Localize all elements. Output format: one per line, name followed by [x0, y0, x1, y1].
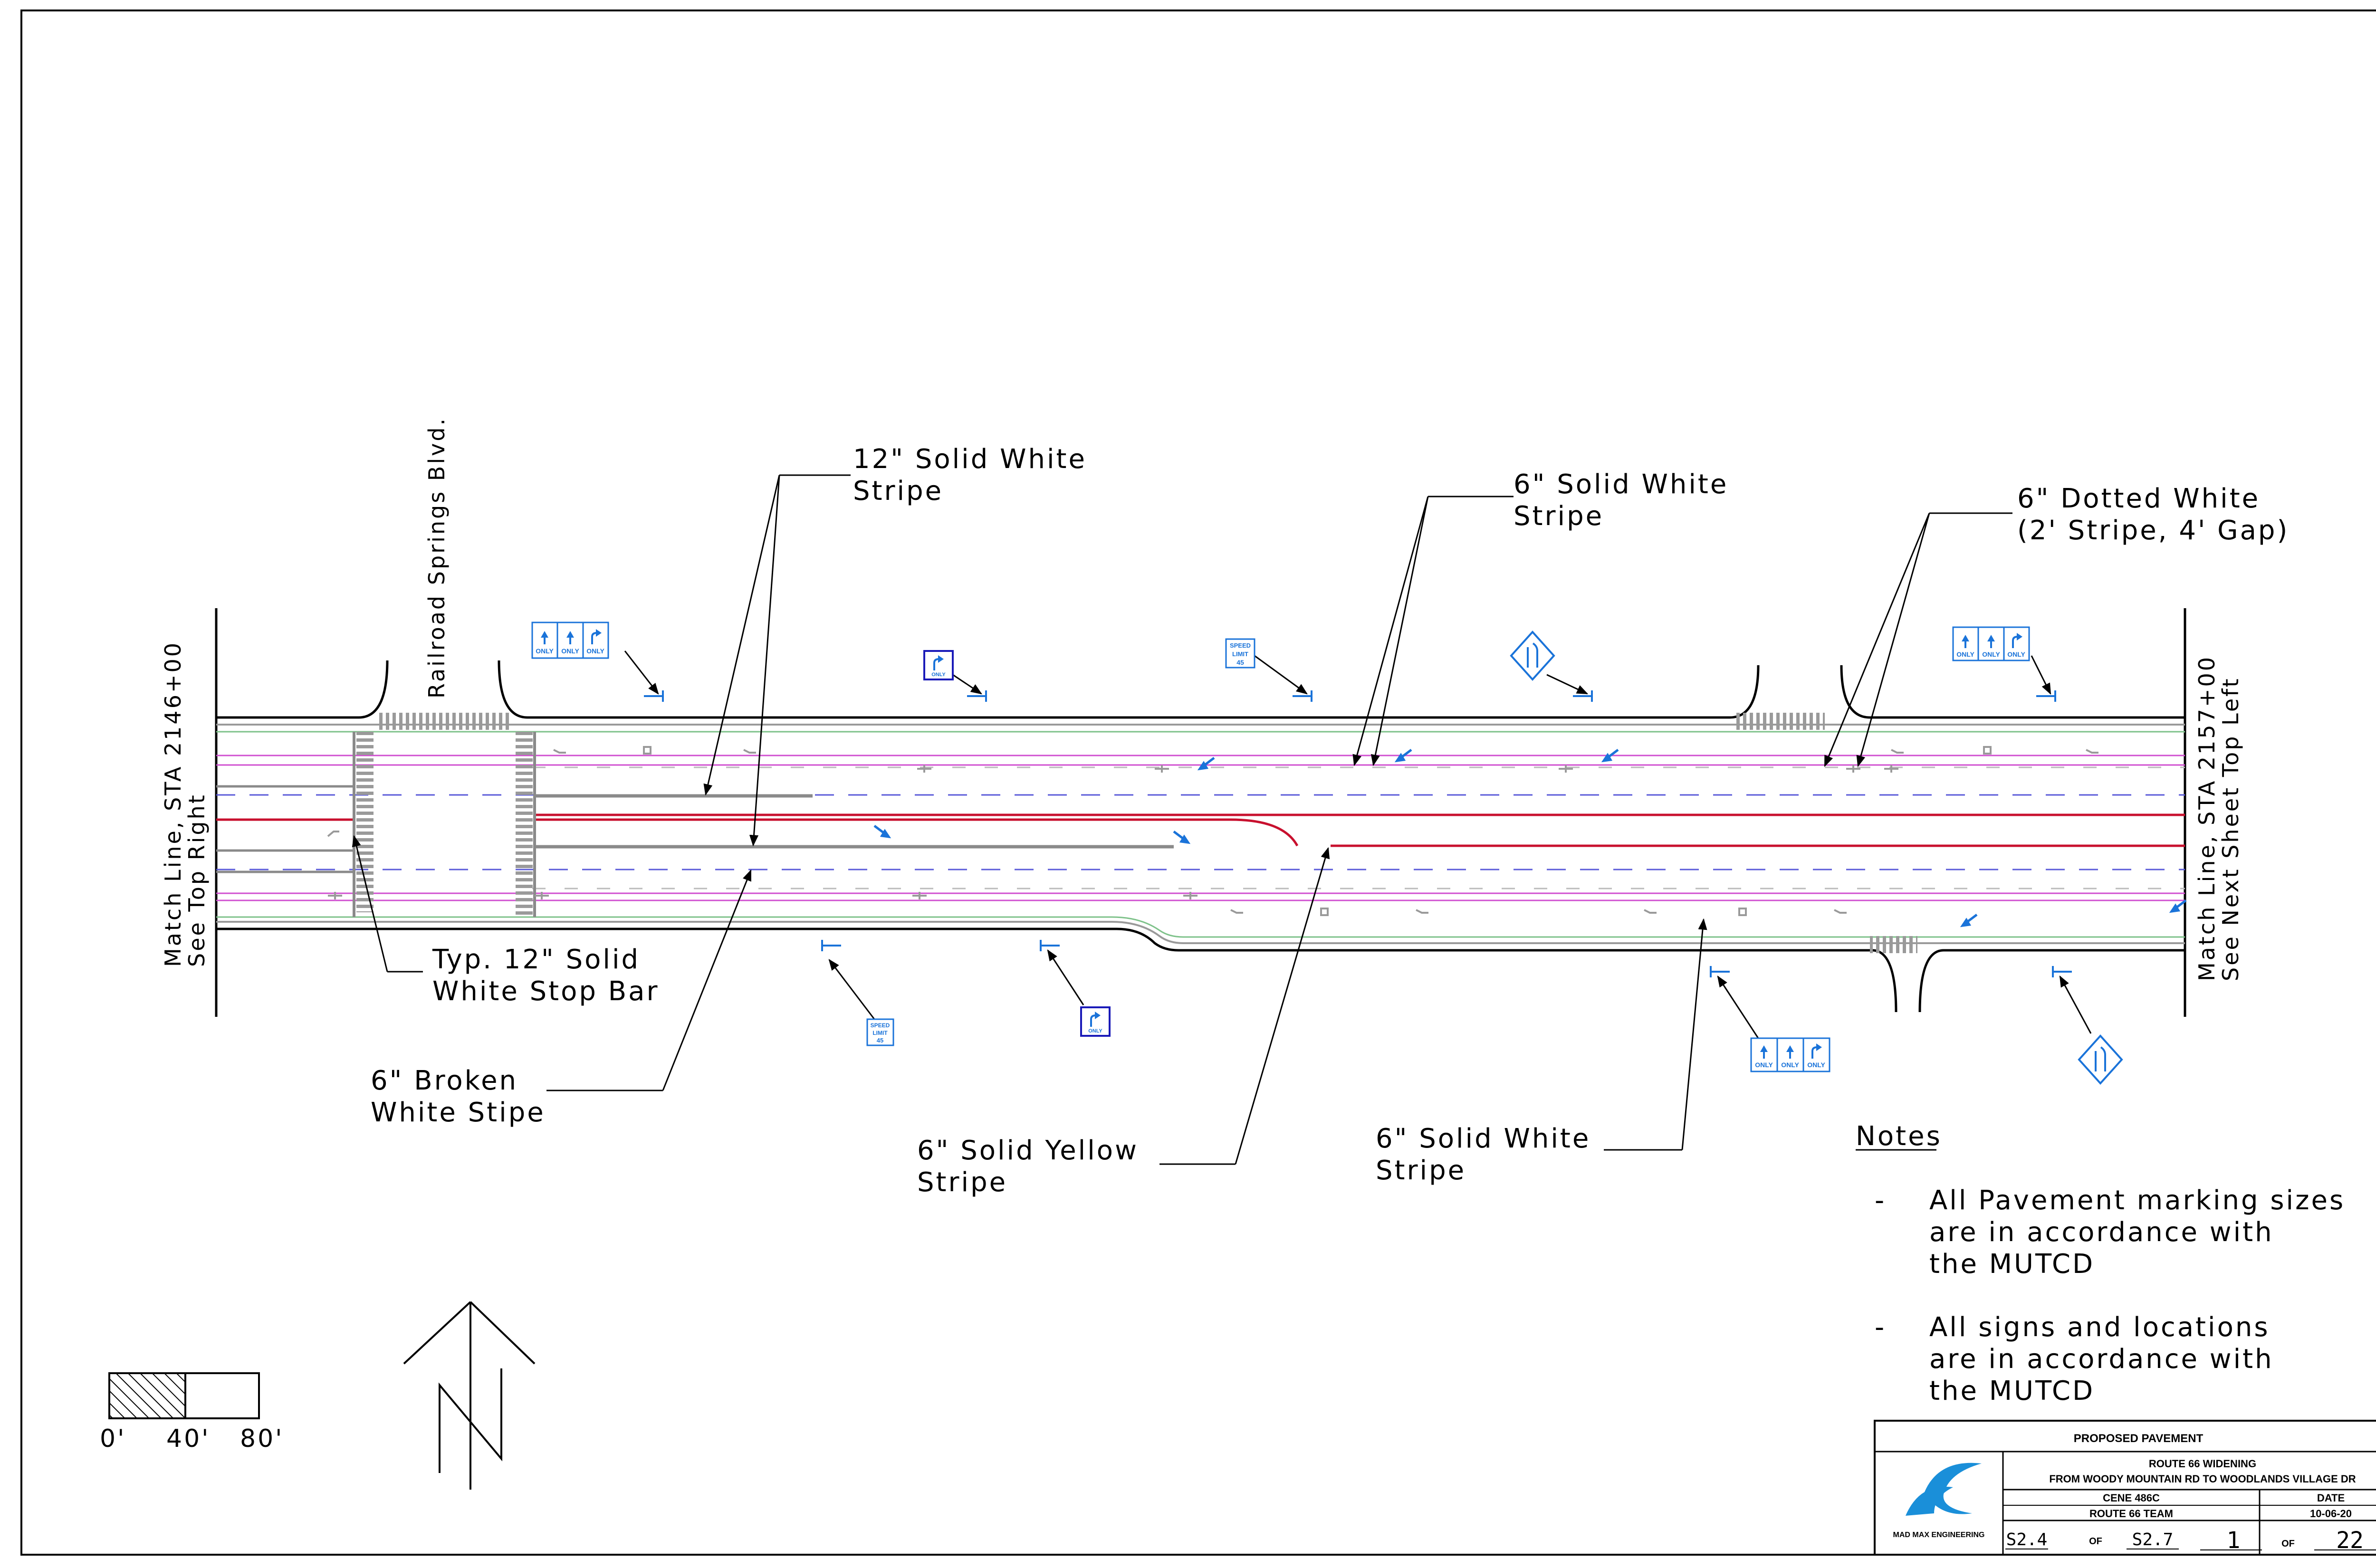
sheet-title: PROPOSED PAVEMENT: [2074, 1432, 2204, 1445]
note2-line3: the MUTCD: [1929, 1376, 2095, 1406]
callout-6in-broken-white: 6" Broken White Stipe: [371, 1065, 546, 1128]
course-code: CENE 486C: [2103, 1492, 2160, 1504]
sign-only-label: ONLY: [931, 672, 946, 678]
note-bullet: -: [1875, 1312, 1886, 1343]
speed-sign-line3: 45: [877, 1037, 883, 1044]
callout-line1: 6" Solid White: [1514, 469, 1728, 500]
sign-only-label: ONLY: [561, 647, 579, 655]
callout-line1: Typ. 12" Solid: [432, 944, 640, 975]
match-line-left: Match Line, STA 2146+00 See Top Right: [160, 641, 210, 967]
note-bullet: -: [1875, 1185, 1886, 1216]
callout-line1: 6" Dotted White: [2017, 483, 2260, 514]
sign-only-label: ONLY: [1781, 1061, 1799, 1069]
sign-only-label: ONLY: [1956, 650, 1974, 658]
callout-line1: 6" Solid White: [1376, 1123, 1590, 1154]
sign-merge-top: [1510, 631, 1555, 681]
total-pages: 22: [2336, 1527, 2364, 1554]
callout-line2: Stripe: [1376, 1155, 1466, 1186]
match-line-right-line2: See Next Sheet Top Left: [2218, 677, 2243, 981]
scale-tick-0: 0': [100, 1425, 126, 1453]
sign-speed-limit-top: SPEED LIMIT 45: [1225, 638, 1255, 669]
title-block: PROPOSED PAVEMENT ROUTE 66 WIDENING FROM…: [1874, 1420, 2376, 1556]
speed-sign-line1: SPEED: [1230, 642, 1251, 649]
match-line-left-line2: See Top Right: [184, 793, 210, 967]
project-subtitle: FROM WOODY MOUNTAIN RD TO WOODLANDS VILL…: [2049, 1473, 2356, 1485]
callout-leaders: [352, 474, 2012, 1165]
date-label: DATE: [2317, 1492, 2345, 1504]
scale-bar: 0' 40' 80': [100, 1372, 284, 1453]
sheet-number-from: S2.4: [2006, 1530, 2048, 1549]
sign-right-only-bottom: ONLY: [1080, 1006, 1111, 1037]
scale-tick-40: 40': [166, 1425, 210, 1453]
notes: Notes - All Pavement marking sizes are i…: [1856, 1121, 2345, 1406]
sign-only-label: ONLY: [1755, 1061, 1773, 1069]
notes-heading: Notes: [1856, 1121, 1942, 1152]
scale-tick-80: 80': [240, 1425, 284, 1453]
sign-only-label: ONLY: [1088, 1028, 1102, 1034]
callout-line1: 12" Solid White: [853, 444, 1087, 475]
north-arrow-icon: [403, 1301, 536, 1490]
speed-sign-line2: LIMIT: [1232, 650, 1248, 658]
callout-6in-solid-white-top: 6" Solid White Stripe: [1514, 469, 1728, 532]
note2-line2: are in accordance with: [1929, 1344, 2274, 1375]
sheet-number-to: S2.7: [2132, 1530, 2174, 1549]
project-title: ROUTE 66 WIDENING: [2149, 1458, 2256, 1470]
sign-speed-limit-bottom: SPEED LIMIT 45: [866, 1018, 894, 1046]
match-line-right: Match Line, STA 2157+00 See Next Sheet T…: [2194, 655, 2243, 981]
date-value: 10-06-20: [2310, 1508, 2352, 1520]
sign-only-label: ONLY: [536, 647, 554, 655]
callout-6in-solid-yellow: 6" Solid Yellow Stripe: [917, 1135, 1139, 1198]
callout-stop-bar: Typ. 12" Solid White Stop Bar: [432, 944, 660, 1007]
sign-only-label: ONLY: [2007, 650, 2025, 658]
callout-line2: Stripe: [917, 1167, 1007, 1198]
speed-sign-line3: 45: [1236, 659, 1244, 666]
callout-line1: 6" Solid Yellow: [917, 1135, 1139, 1166]
callout-6in-solid-white-bottom: 6" Solid White Stripe: [1376, 1123, 1590, 1186]
sign-lane-use-bottom: ONLY ONLY ONLY: [1750, 1037, 1830, 1072]
sign-right-only-top: ONLY: [923, 650, 954, 680]
company-name: MAD MAX ENGINEERING: [1893, 1531, 1985, 1539]
sign-only-label: ONLY: [1807, 1061, 1825, 1069]
callout-line1: 6" Broken: [371, 1065, 518, 1096]
sign-merge-bottom: [2078, 1034, 2123, 1085]
match-line-left-line1: Match Line, STA 2146+00: [160, 641, 186, 967]
of-label-2: OF: [2281, 1539, 2295, 1549]
callout-6in-dotted-white: 6" Dotted White (2' Stripe, 4' Gap): [2017, 483, 2289, 546]
sign-only-label: ONLY: [1982, 650, 2000, 658]
speed-sign-line2: LIMIT: [872, 1030, 888, 1036]
page-number: 1: [2227, 1527, 2241, 1554]
note2-line1: All signs and locations: [1929, 1312, 2270, 1343]
sheet-border: [20, 10, 2376, 1556]
callout-line2: White Stop Bar: [432, 976, 660, 1007]
of-label-1: OF: [2089, 1536, 2102, 1547]
sign-posts: [644, 690, 2072, 977]
sign-lane-use-top-right: ONLY ONLY ONLY: [1952, 626, 2030, 661]
note1-line1: All Pavement marking sizes: [1929, 1185, 2345, 1216]
match-line-right-line1: Match Line, STA 2157+00: [2194, 655, 2220, 981]
callout-line2: (2' Stripe, 4' Gap): [2017, 515, 2289, 546]
speed-sign-line1: SPEED: [871, 1022, 890, 1029]
note1-line2: are in accordance with: [1929, 1217, 2274, 1248]
street-name-label: Railroad Springs Blvd.: [424, 417, 450, 698]
note1-line3: the MUTCD: [1929, 1249, 2095, 1280]
callout-12in-solid-white: 12" Solid White Stripe: [853, 444, 1087, 507]
sign-lane-use-top-left: ONLY ONLY ONLY: [531, 621, 609, 659]
callout-line2: Stripe: [1514, 501, 1604, 532]
sign-only-label: ONLY: [586, 647, 604, 655]
team-name: ROUTE 66 TEAM: [2089, 1508, 2173, 1520]
company-logo: [1906, 1463, 1982, 1516]
callout-line2: White Stipe: [371, 1097, 546, 1128]
callout-line2: Stripe: [853, 476, 943, 507]
